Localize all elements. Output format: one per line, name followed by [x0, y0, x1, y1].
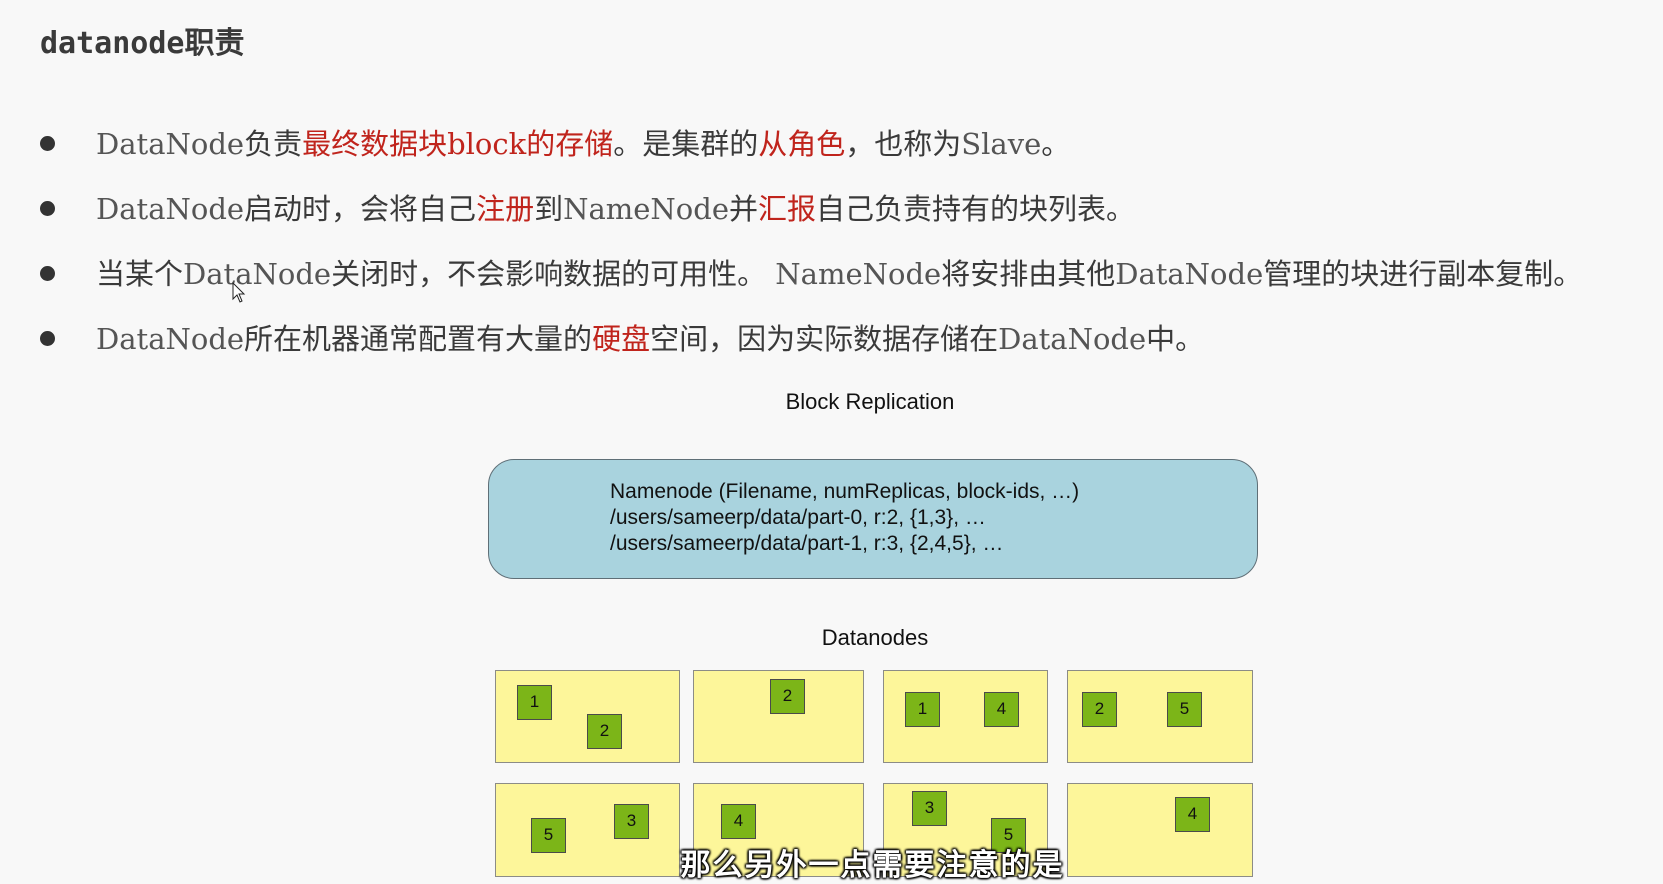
bullet-segment: DataNode: [96, 192, 245, 226]
data-block: 5: [531, 818, 566, 853]
namenode-box: Namenode (Filename, numReplicas, block-i…: [488, 459, 1258, 579]
bullet-segment: 并: [728, 192, 758, 226]
data-block: 1: [517, 685, 552, 720]
bullet-highlight: 注册: [476, 192, 535, 226]
datanode-box: 3 5: [883, 783, 1048, 877]
bullet-segment: 中。: [1146, 322, 1205, 356]
data-block: 4: [984, 692, 1019, 727]
bullet-text: DataNode所在机器通常配置有大量的硬盘空间，因为实际数据存储在DataNo…: [96, 319, 1204, 359]
datanode-box: 1 2: [495, 670, 680, 763]
bullet-segment: 所在机器通常配置有大量的: [244, 322, 593, 356]
datanode-box: 5 3: [495, 783, 680, 877]
bullet-segment: 管理的块进行副本复制。: [1263, 257, 1583, 291]
bullet-highlight: 汇报: [758, 192, 817, 226]
bullet-item: DataNode负责最终数据块block的存储。是集群的从角色，也称为Slave…: [40, 124, 1640, 189]
bullet-item: DataNode所在机器通常配置有大量的硬盘空间，因为实际数据存储在DataNo…: [40, 319, 1640, 384]
bullet-item: DataNode启动时，会将自己注册到NameNode并汇报自己负责持有的块列表…: [40, 189, 1640, 254]
diagram-title: Block Replication: [785, 389, 955, 414]
namenode-line: /users/sameerp/data/part-0, r:2, {1,3}, …: [610, 506, 986, 529]
data-block: 3: [912, 791, 947, 826]
bullet-segment: 。是集群的: [613, 127, 759, 161]
bullet-segment: DataNode: [998, 322, 1147, 356]
bullet-text: DataNode负责最终数据块block的存储。是集群的从角色，也称为Slave…: [96, 124, 1070, 164]
bullet-dot-icon: [40, 331, 55, 346]
datanodes-title: Datanodes: [821, 625, 929, 650]
bullet-list: DataNode负责最终数据块block的存储。是集群的从角色，也称为Slave…: [40, 124, 1640, 384]
data-block: 5: [991, 818, 1026, 853]
data-block: 4: [721, 804, 756, 839]
bullet-highlight: 的存储: [526, 127, 614, 161]
namenode-line: Namenode (Filename, numReplicas, block-i…: [610, 480, 1080, 503]
bullet-dot-icon: [40, 201, 55, 216]
data-block: 1: [905, 692, 940, 727]
bullet-segment: NameNode: [775, 257, 942, 291]
bullet-segment: DataNode: [1115, 257, 1264, 291]
data-block: 5: [1167, 692, 1202, 727]
datanode-box: 2 5: [1067, 670, 1253, 763]
bullet-text: DataNode启动时，会将自己注册到NameNode并汇报自己负责持有的块列表…: [96, 189, 1135, 229]
bullet-segment: DataNode: [183, 257, 332, 291]
datanode-box: 2: [693, 670, 864, 763]
bullet-segment: 。: [1041, 127, 1071, 161]
bullet-segment: ，也称为: [845, 127, 962, 161]
bullet-item: 当某个DataNode关闭时，不会影响数据的可用性。 NameNode将安排由其…: [40, 254, 1640, 319]
bullet-dot-icon: [40, 266, 55, 281]
bullet-segment: DataNode: [96, 322, 245, 356]
data-block: 3: [614, 804, 649, 839]
datanode-box: 1 4: [883, 670, 1048, 763]
data-block: 4: [1175, 797, 1210, 832]
bullet-segment: 当某个: [96, 257, 184, 291]
bullet-dot-icon: [40, 136, 55, 151]
bullet-segment: 关闭时，不会影响数据的可用性。: [331, 257, 776, 291]
datanode-box: 4: [1067, 783, 1253, 877]
bullet-segment: NameNode: [563, 192, 729, 226]
bullet-segment: 空间，因为实际数据存储在: [650, 322, 999, 356]
bullet-segment: 负责: [244, 127, 303, 161]
bullet-text: 当某个DataNode关闭时，不会影响数据的可用性。 NameNode将安排由其…: [96, 254, 1582, 294]
bullet-segment: Slave: [961, 127, 1042, 161]
datanode-box: 4: [693, 783, 864, 877]
video-subtitle: 那么另外一点需要注意的是: [680, 848, 1065, 883]
bullet-highlight: 从角色: [758, 127, 846, 161]
bullet-segment: 启动时，会将自己: [244, 192, 477, 226]
data-block: 2: [587, 714, 622, 749]
mouse-cursor-icon: [232, 282, 246, 303]
namenode-line: /users/sameerp/data/part-1, r:3, {2,4,5}…: [610, 532, 1004, 555]
bullet-highlight: 最终数据块: [302, 127, 448, 161]
bullet-highlight: 硬盘: [592, 322, 651, 356]
bullet-segment: 自己负责持有的块列表。: [816, 192, 1136, 226]
data-block: 2: [770, 679, 805, 714]
bullet-segment: DataNode: [96, 127, 245, 161]
bullet-segment: 将安排由其他: [941, 257, 1116, 291]
data-block: 2: [1082, 692, 1117, 727]
bullet-highlight: block: [447, 127, 527, 161]
bullet-segment: 到: [534, 192, 564, 226]
slide-title: datanode职责: [40, 26, 245, 61]
